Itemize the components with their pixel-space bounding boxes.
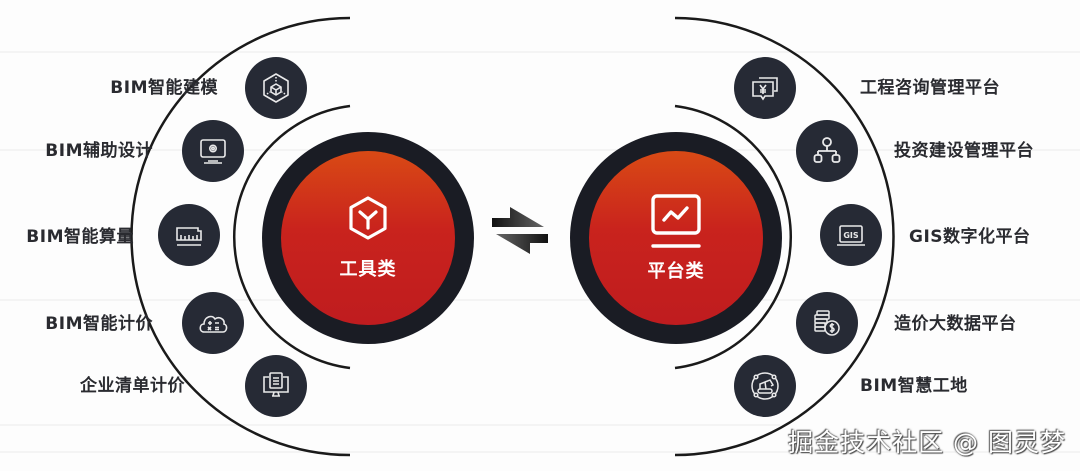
label-bim-modeling: BIM智能建模 bbox=[110, 78, 218, 98]
label-gis-digital: GIS数字化平台 bbox=[909, 227, 1031, 247]
org-chart-icon bbox=[813, 137, 841, 163]
label-investment-construction: 投资建设管理平台 bbox=[894, 141, 1034, 161]
item-bim-quantity[interactable] bbox=[158, 204, 220, 266]
hub-platforms[interactable]: 平台类 bbox=[570, 132, 782, 344]
3d-cube-icon bbox=[263, 73, 289, 103]
hexagon-y-icon bbox=[349, 196, 387, 240]
label-cost-big-data: 造价大数据平台 bbox=[894, 314, 1017, 334]
hub-platforms-title: 平台类 bbox=[647, 261, 705, 282]
item-bim-design[interactable] bbox=[182, 120, 244, 182]
item-bim-modeling[interactable] bbox=[245, 57, 307, 119]
hub-tools-title: 工具类 bbox=[339, 259, 397, 280]
laptop-gis-icon: GIS bbox=[837, 225, 865, 246]
yen-chat-icon bbox=[752, 77, 778, 101]
cloud-calculator-icon bbox=[199, 315, 228, 333]
label-bim-design: BIM辅助设计 bbox=[45, 141, 153, 161]
item-bim-smart-site[interactable] bbox=[734, 355, 796, 417]
item-enterprise-list-pricing[interactable] bbox=[245, 355, 307, 417]
item-bim-pricing[interactable] bbox=[182, 292, 244, 354]
item-cost-big-data[interactable] bbox=[796, 292, 858, 354]
label-engineering-consulting: 工程咨询管理平台 bbox=[860, 78, 1000, 98]
label-bim-quantity: BIM智能算量 bbox=[26, 227, 134, 247]
excavator-icon bbox=[751, 372, 779, 400]
swap-arrows-icon bbox=[492, 207, 548, 254]
coins-dollar-icon bbox=[814, 310, 840, 336]
svg-text:GIS: GIS bbox=[843, 231, 859, 240]
hub-tools[interactable]: 工具类 bbox=[262, 132, 474, 344]
label-bim-pricing: BIM智能计价 bbox=[45, 314, 153, 334]
watermark: 掘金技术社区 @ 图灵梦 bbox=[788, 428, 1066, 457]
monitor-document-icon bbox=[263, 372, 289, 397]
item-investment-construction[interactable] bbox=[796, 120, 858, 182]
ruler-measure-icon bbox=[176, 227, 202, 246]
item-gis-digital[interactable]: GIS bbox=[820, 204, 882, 266]
label-enterprise-list-pricing: 企业清单计价 bbox=[80, 376, 185, 396]
item-engineering-consulting[interactable] bbox=[734, 57, 796, 119]
monitor-gear-icon bbox=[200, 139, 226, 164]
monitor-chart-icon bbox=[651, 194, 701, 248]
label-bim-smart-site: BIM智慧工地 bbox=[860, 376, 968, 396]
